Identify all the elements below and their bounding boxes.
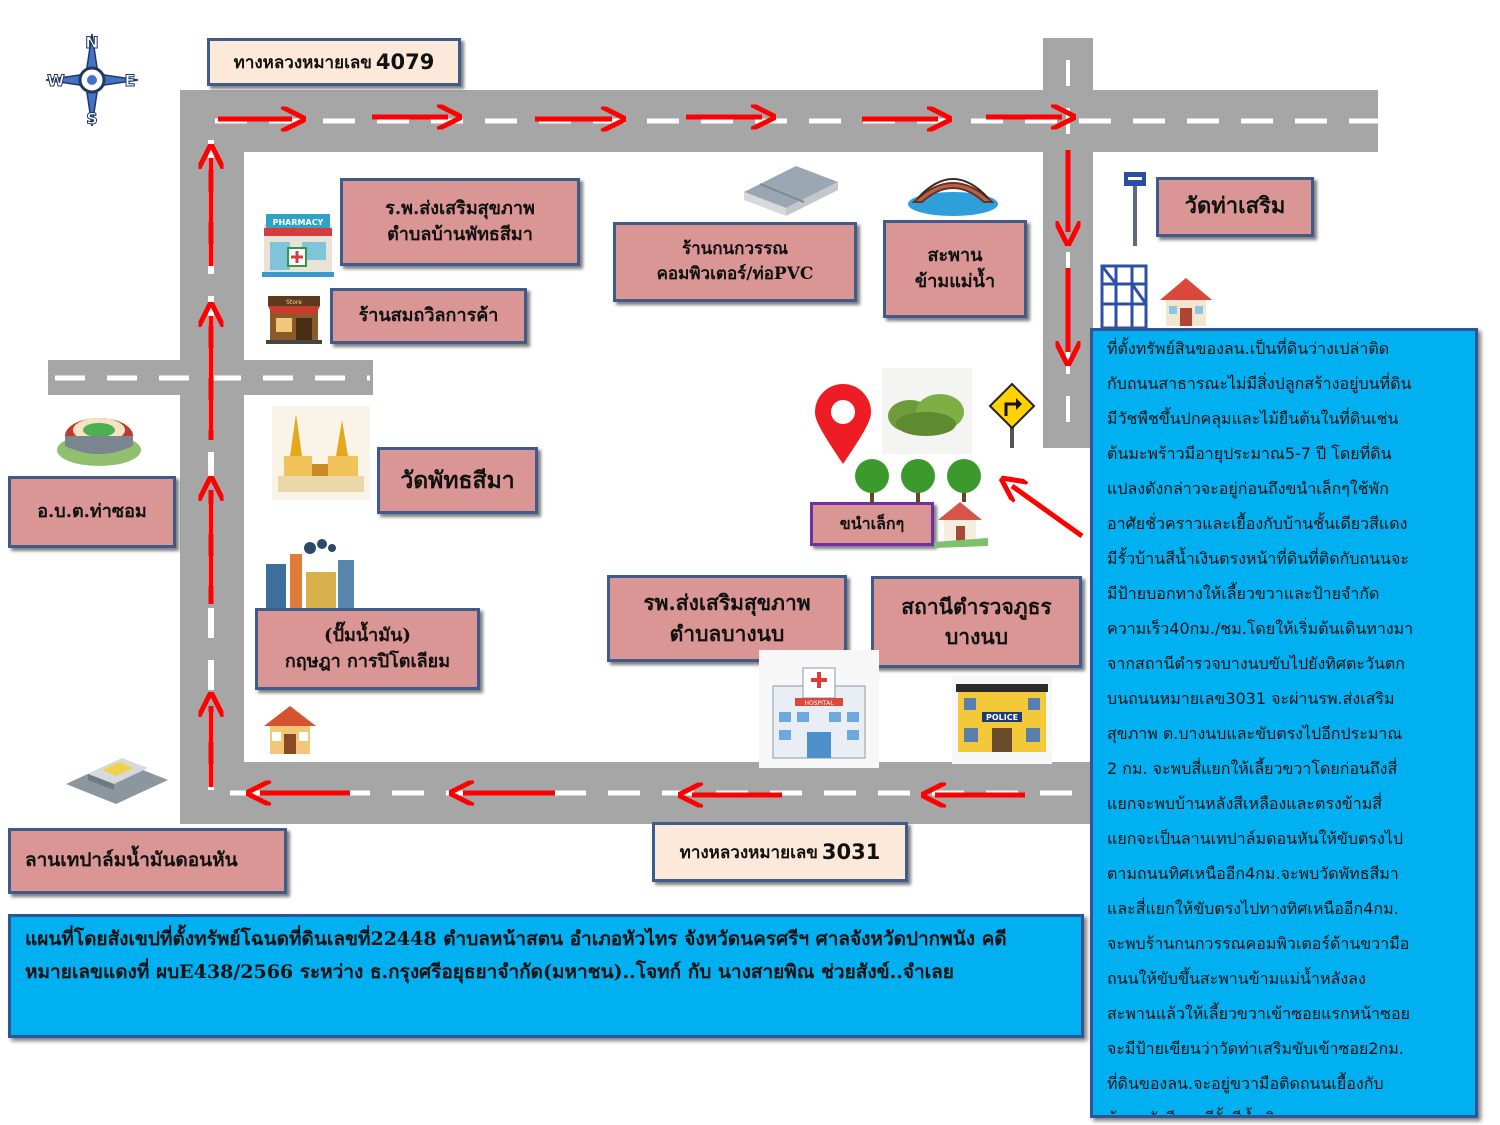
highway-bottom-prefix: ทางหลวงหมายเลข xyxy=(679,842,818,863)
compass-west: W xyxy=(47,71,65,90)
store-icon: Store xyxy=(266,296,322,344)
map-caption-box: แผนที่โดยสังเขปที่ตั้งทรัพย์โฉนดที่ดินเล… xyxy=(8,914,1084,1038)
highway-bottom-number: 3031 xyxy=(821,840,881,864)
highway-4079-label: ทางหลวงหมายเลข 4079 xyxy=(207,38,461,86)
label-obt-tha-som: อ.บ.ต.ท่าซอม xyxy=(8,476,176,548)
label-gas-station: (ปั๊มน้ำมัน) กฤษฎา การปิโตเลียม xyxy=(255,608,480,690)
location-pin-icon xyxy=(815,384,871,464)
stadium-icon xyxy=(57,418,141,466)
compass-north: N xyxy=(85,33,98,52)
hospital-icon: HOSPITAL xyxy=(759,650,879,768)
label-small-ditch: ขนำเล็กๆ xyxy=(810,502,934,546)
label-health-center-phatsima: ร.พ.ส่งเสริมสุขภาพ ตำบลบ้านพัทธสีมา xyxy=(340,178,580,266)
factory-icon xyxy=(266,539,354,608)
svg-text:Store: Store xyxy=(286,299,302,306)
arrow-to-property xyxy=(1012,486,1084,539)
temple-icon xyxy=(272,406,370,500)
label-police-station: สถานีตำรวจภูธร บางนบ xyxy=(871,576,1082,668)
tower-icon xyxy=(1100,264,1148,330)
compass-rose-icon: N S E W xyxy=(45,33,139,128)
turn-right-sign-icon xyxy=(988,382,1036,448)
palm-yard-building-icon xyxy=(66,758,168,804)
label-health-center-bangnob: รพ.ส่งเสริมสุขภาพ ตำบลบางนบ xyxy=(607,575,847,662)
svg-text:HOSPITAL: HOSPITAL xyxy=(804,700,834,707)
small-house-icon xyxy=(934,502,988,548)
bushes-icon xyxy=(882,368,972,454)
red-house-icon xyxy=(1160,278,1212,326)
police-station-icon: POLICE xyxy=(952,676,1052,764)
route-description-box: ที่ตั้งทรัพย์สินของลน.เป็นที่ดินว่างเปล่… xyxy=(1090,328,1478,1118)
road-sign-icon xyxy=(1124,172,1146,246)
svg-text:PHARMACY: PHARMACY xyxy=(273,218,324,227)
label-wat-tha-soem: วัดท่าเสริม xyxy=(1156,177,1314,237)
highway-top-prefix: ทางหลวงหมายเลข xyxy=(233,52,372,73)
label-palm-yard: ลานเทปาล์มน้ำมันดอนหัน xyxy=(8,828,287,894)
pharmacy-icon: PHARMACY xyxy=(262,214,334,277)
svg-text:POLICE: POLICE xyxy=(986,713,1018,722)
label-wat-phatsima: วัดพัทธสีมา xyxy=(377,447,538,514)
warehouse-icon xyxy=(744,166,838,216)
label-kanokwan-shop: ร้านกนกวรรณ คอมพิวเตอร์/ท่อPVC xyxy=(613,222,857,302)
route-description: ที่ตั้งทรัพย์สินของลน.เป็นที่ดินว่างเปล่… xyxy=(1107,339,1414,1115)
bridge-icon xyxy=(908,178,998,216)
highway-top-number: 4079 xyxy=(375,50,435,74)
house-icon xyxy=(264,706,316,754)
compass-south: S xyxy=(86,109,98,128)
map-caption: แผนที่โดยสังเขปที่ตั้งทรัพย์โฉนดที่ดินเล… xyxy=(25,928,1007,984)
highway-3031-label: ทางหลวงหมายเลข 3031 xyxy=(652,822,908,882)
label-somchawit-shop: ร้านสมถวิลการค้า xyxy=(330,288,527,344)
compass-east: E xyxy=(125,71,136,90)
trees-icon xyxy=(855,459,981,502)
label-bridge: สะพาน ข้ามแม่น้ำ xyxy=(883,220,1027,318)
